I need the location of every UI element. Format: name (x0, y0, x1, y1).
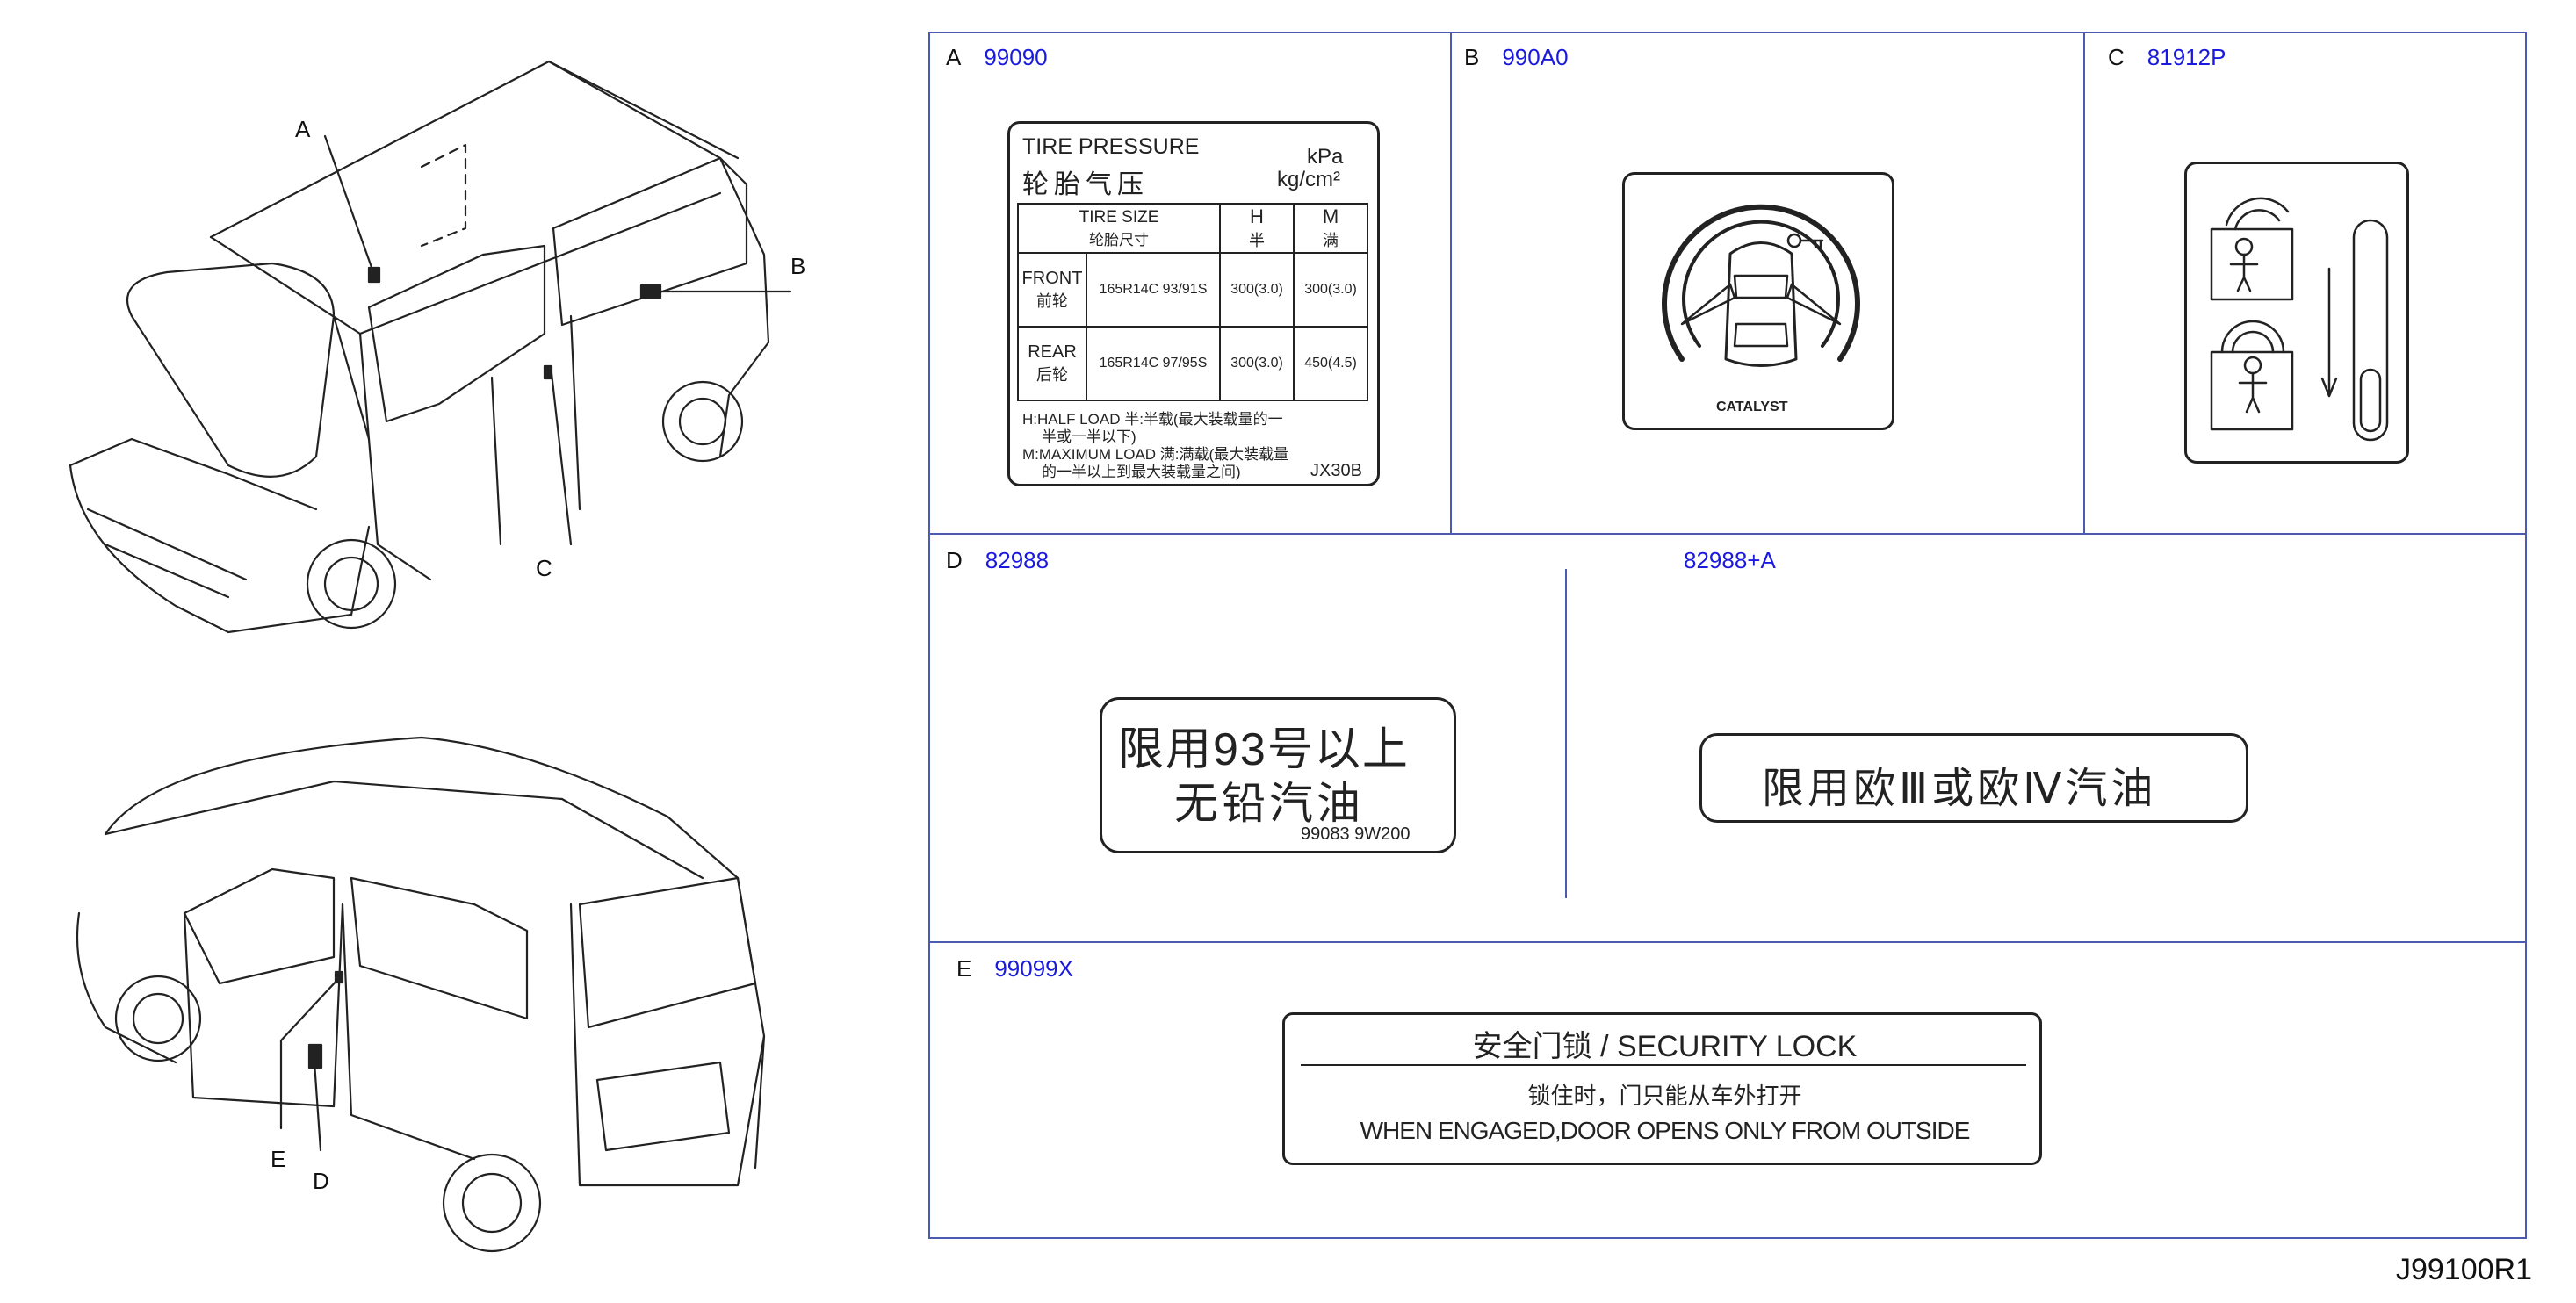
col-max-label: M (1322, 205, 1339, 227)
col-tire-size-label-cn: 轮胎尺寸 (1089, 231, 1149, 248)
security-line-cn: 锁住时，门只能从车外打开 (1527, 1083, 1802, 1109)
catalyst-text: CATALYST (1716, 400, 1788, 414)
divider (1565, 569, 1567, 898)
euro-fuel-text: 限用欧Ⅲ或欧Ⅳ汽油 (1762, 766, 2157, 812)
part-number: 82988 (985, 547, 1050, 573)
panel-letter: A (946, 44, 962, 70)
row-rear: REAR 后轮 (1017, 326, 1087, 401)
tire-pressure-label: TIRE PRESSURE 轮胎气压 kPa kg/cm² TIRE SIZE … (1007, 121, 1380, 486)
callout-b: B (790, 253, 806, 279)
fuel-line-2: 无铅汽油 (1174, 779, 1364, 828)
panel-e-header: E 99099X (956, 955, 1073, 983)
label-code: JX30B (1310, 461, 1362, 480)
panel-letter: D (946, 547, 963, 573)
tire-title-cn: 轮胎气压 (1022, 170, 1149, 199)
tire-pressure-table: TIRE SIZE 轮胎尺寸 H 半 M 满 FRONT 前轮 165R14C … (1017, 203, 1368, 401)
euro-fuel-label: 限用欧Ⅲ或欧Ⅳ汽油 (1699, 733, 2248, 823)
security-title: 安全门锁 / SECURITY LOCK (1472, 1030, 1858, 1063)
divider (928, 533, 2527, 535)
col-tire-size: TIRE SIZE 轮胎尺寸 (1017, 203, 1221, 254)
front-size: 165R14C 93/91S (1086, 252, 1221, 328)
tire-title: TIRE PRESSURE (1022, 134, 1200, 159)
part-number: 990A0 (1502, 44, 1569, 70)
rear-size: 165R14C 97/95S (1086, 326, 1221, 401)
note-half: H:HALF LOAD 半:半载(最大装载量的一 (1022, 411, 1283, 428)
unit-kpa: kPa (1307, 145, 1344, 169)
panel-d-header: D 82988 (946, 547, 1049, 574)
child-lock-label (2184, 162, 2409, 464)
panel-b-header: B 990A0 (1464, 44, 1569, 71)
catalyst-label: CATALYST (1622, 172, 1894, 430)
row-rear-label-cn: 后轮 (1036, 365, 1068, 384)
van-front-illustration (69, 60, 792, 634)
note-max-b: 的一半以上到最大装载量之间) (1042, 464, 1241, 480)
col-half: H 半 (1219, 203, 1295, 254)
divider (1301, 1064, 2026, 1066)
divider (1450, 32, 1452, 534)
catalyst-icon (1662, 204, 1860, 367)
part-number: 99099X (994, 955, 1073, 982)
rear-max: 450(4.5) (1293, 326, 1368, 401)
note-max: M:MAXIMUM LOAD 满:满载(最大装载量 (1022, 446, 1289, 463)
col-half-label: H (1250, 205, 1264, 227)
part-number-alt: 82988+A (1684, 547, 1776, 573)
table-row: FRONT 前轮 165R14C 93/91S 300(3.0) 300(3.0… (1017, 252, 1368, 328)
security-line-en: WHEN ENGAGED,DOOR OPENS ONLY FROM OUTSID… (1360, 1117, 1971, 1144)
front-half: 300(3.0) (1219, 252, 1295, 328)
row-front: FRONT 前轮 (1017, 252, 1087, 328)
row-front-label: FRONT (1021, 268, 1083, 288)
callout-d: D (313, 1168, 329, 1194)
panel-a-header: A 99090 (946, 44, 1048, 71)
child-lock-icon (2210, 197, 2389, 442)
callout-e: E (271, 1146, 286, 1172)
part-number: 81912P (2147, 44, 2226, 70)
document-code: J99100R1 (2395, 1253, 2532, 1286)
col-tire-size-label: TIRE SIZE (1079, 207, 1159, 227)
divider (2083, 32, 2085, 534)
part-number: 99090 (984, 44, 1048, 70)
fuel-code: 99083 9W200 (1301, 824, 1411, 844)
panels-frame (928, 32, 2527, 1239)
rear-half: 300(3.0) (1219, 326, 1295, 401)
front-max: 300(3.0) (1293, 252, 1368, 328)
panel-letter: B (1464, 44, 1480, 70)
note-half-b: 半或一半以下) (1042, 428, 1136, 445)
panel-letter: C (2108, 44, 2125, 70)
fuel-line-1: 限用93号以上 (1118, 724, 1410, 775)
col-half-label-cn: 半 (1249, 232, 1265, 249)
divider (928, 941, 2527, 943)
col-max: M 满 (1293, 203, 1368, 254)
van-rear-illustration (76, 736, 766, 1253)
table-row: REAR 后轮 165R14C 97/95S 300(3.0) 450(4.5) (1017, 326, 1368, 401)
security-lock-label: 安全门锁 / SECURITY LOCK 锁住时，门只能从车外打开 WHEN E… (1282, 1012, 2042, 1165)
row-rear-label: REAR (1028, 342, 1077, 362)
panel-letter: E (956, 955, 972, 982)
callout-c: C (536, 555, 552, 581)
callout-a: A (295, 116, 311, 142)
row-front-label-cn: 前轮 (1036, 292, 1068, 310)
fuel-93-label: 限用93号以上 无铅汽油 99083 9W200 (1100, 697, 1456, 853)
unit-kgcm: kg/cm² (1277, 168, 1340, 191)
col-max-label-cn: 满 (1323, 232, 1339, 249)
panel-c-header: C 81912P (2108, 44, 2226, 71)
